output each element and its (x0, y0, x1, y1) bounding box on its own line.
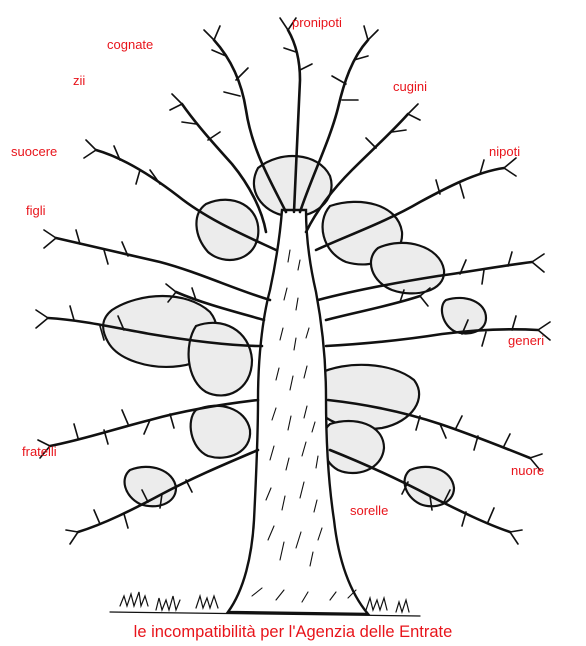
label-pronipoti: pronipoti (292, 15, 342, 30)
caption: le incompatibilità per l'Agenzia delle E… (0, 623, 586, 642)
label-nipoti: nipoti (489, 144, 520, 159)
label-cugini: cugini (393, 79, 427, 94)
label-figli: figli (26, 203, 46, 218)
label-fratelli: fratelli (22, 444, 57, 459)
label-cognate: cognate (107, 37, 153, 52)
label-sorelle: sorelle (350, 503, 388, 518)
label-generi: generi (508, 333, 544, 348)
label-zii: zii (73, 73, 85, 88)
label-nuore: nuore (511, 463, 544, 478)
label-suocere: suocere (11, 144, 57, 159)
